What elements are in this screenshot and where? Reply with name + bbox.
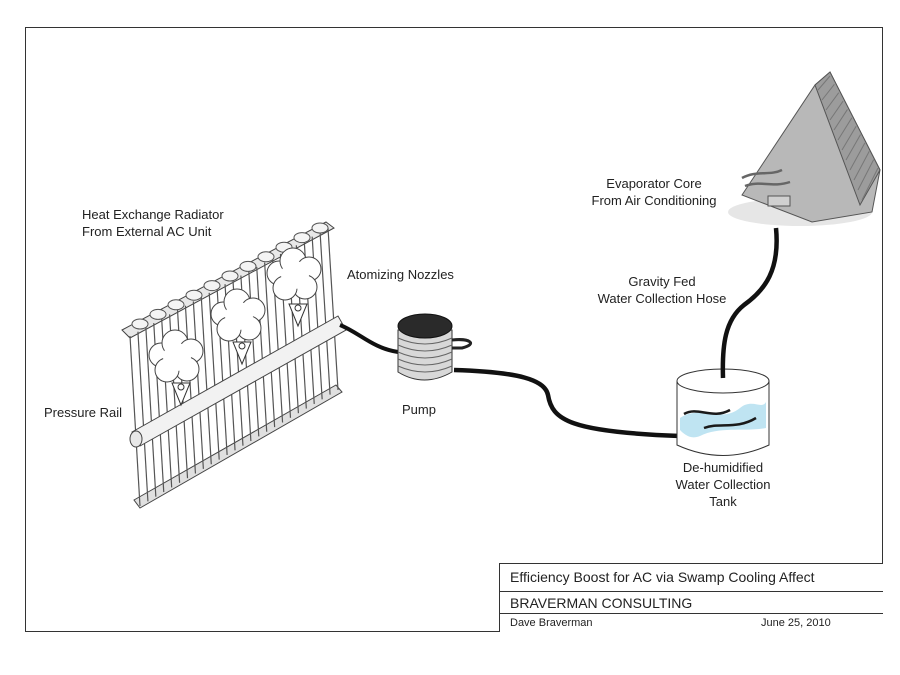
hose-label: Gravity Fed Water Collection Hose	[583, 273, 741, 307]
tank-illustration	[676, 368, 770, 456]
evaporator-label-line2: From Air Conditioning	[591, 193, 717, 208]
title-block-meta: Dave Braverman June 25, 2010	[500, 614, 883, 633]
nozzles-label: Atomizing Nozzles	[347, 267, 454, 282]
evaporator-label: Evaporator Core From Air Conditioning	[580, 175, 728, 209]
tank-label-line3: Tank	[709, 494, 737, 509]
radiator-label: Heat Exchange Radiator From External AC …	[82, 206, 224, 240]
author-name: Dave Braverman	[510, 617, 593, 629]
drawing-frame	[25, 27, 883, 632]
spray-clouds	[148, 247, 322, 383]
pump-to-tank-hose	[453, 367, 681, 439]
evaporator-to-tank-hose	[720, 227, 779, 379]
tank-label-line2: Water Collection	[675, 477, 771, 492]
pressure-rail-label: Pressure Rail	[44, 405, 123, 420]
evaporator-label-line1: Evaporator Core	[606, 176, 702, 191]
company-name: BRAVERMAN CONSULTING	[500, 592, 883, 614]
title-block: Efficiency Boost for AC via Swamp Coolin…	[499, 563, 883, 632]
nozzle-icons	[171, 303, 308, 407]
radiator-label-line2: From External AC Unit	[82, 224, 212, 239]
pump-illustration	[397, 313, 473, 381]
hose-label-line2: Water Collection Hose	[597, 291, 727, 306]
drawing-date: June 25, 2010	[761, 617, 831, 629]
hose-label-line1: Gravity Fed	[628, 274, 696, 289]
evaporator-core-illustration	[728, 71, 881, 226]
tank-label-line1: De-humidified	[682, 460, 764, 475]
rail-to-pump-hose	[339, 323, 399, 354]
radiator-illustration	[121, 221, 343, 509]
tank-label: De-humidified Water Collection Tank	[665, 459, 781, 510]
radiator-label-line1: Heat Exchange Radiator	[82, 207, 224, 222]
pump-label: Pump	[402, 402, 436, 417]
drawing-title: Efficiency Boost for AC via Swamp Coolin…	[500, 564, 883, 592]
